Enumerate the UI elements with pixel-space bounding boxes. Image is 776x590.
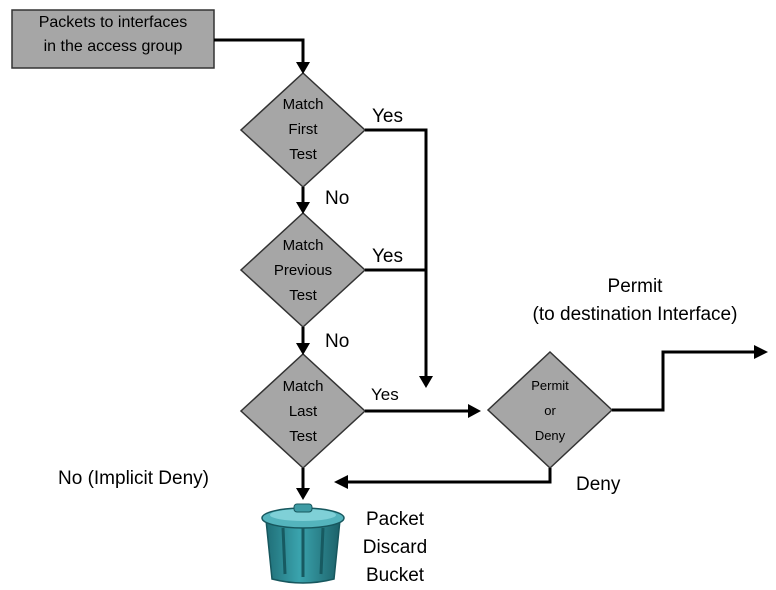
decision-first-line-3: Test xyxy=(289,146,317,163)
label-yes-first: Yes xyxy=(372,106,403,127)
arrowhead-yes-collector xyxy=(419,376,433,388)
label-permit-line-1: Permit xyxy=(607,276,663,297)
start-box-line-1: Packets to interfaces xyxy=(38,14,188,31)
label-no-first: No xyxy=(325,188,350,209)
decision-previous-line-1: Match xyxy=(282,237,324,254)
decision-previous-line-2: Previous xyxy=(273,262,333,279)
trash-bin-icon xyxy=(261,503,345,584)
start-box-line-2: in the access group xyxy=(43,38,183,55)
arrowhead-previous-last xyxy=(296,343,310,355)
label-permit-line-2: (to destination Interface) xyxy=(532,303,738,325)
permit-or-deny-line-1: Permit xyxy=(531,378,569,393)
permit-or-deny-line-3: Deny xyxy=(534,428,566,443)
discard-bucket-line-1: Packet xyxy=(365,509,425,530)
arrowhead-last-permit-deny xyxy=(468,404,481,418)
arrow-start-to-first xyxy=(214,38,305,64)
decision-first-line-2: First xyxy=(288,121,318,138)
decision-last-line-1: Match xyxy=(282,378,324,395)
label-deny: Deny xyxy=(576,474,621,495)
decision-last-line-2: Last xyxy=(288,403,318,420)
arrow-deny-to-bucket xyxy=(346,468,552,484)
arrow-permit-output xyxy=(612,350,756,412)
discard-bucket-label: Packet Discard Bucket xyxy=(350,506,440,590)
label-yes-previous: Yes xyxy=(372,246,403,267)
arrowhead-permit-output xyxy=(754,345,768,359)
arrowhead-start xyxy=(296,62,310,74)
decision-last: Match Last Test xyxy=(248,374,358,449)
permit-or-deny-decision: Permit or Deny xyxy=(505,373,595,448)
arrowhead-last-bucket xyxy=(296,488,310,500)
decision-first: Match First Test xyxy=(248,92,358,167)
label-yes-last: Yes xyxy=(371,385,399,404)
arrowhead-first-previous xyxy=(296,202,310,214)
decision-previous-line-3: Test xyxy=(289,287,317,304)
label-implicit-deny: No (Implicit Deny) xyxy=(58,468,209,489)
label-permit: Permit (to destination Interface) xyxy=(500,276,770,327)
arrowhead-deny-bucket xyxy=(334,475,348,489)
permit-or-deny-line-2: or xyxy=(544,403,556,418)
decision-last-line-3: Test xyxy=(289,428,317,445)
label-no-previous: No xyxy=(325,331,350,352)
discard-bucket-line-2: Discard xyxy=(362,537,428,558)
start-box-shape xyxy=(11,9,215,69)
decision-previous: Match Previous Test xyxy=(248,233,358,308)
decision-first-line-1: Match xyxy=(282,96,324,113)
arrow-yes-collector xyxy=(365,128,428,378)
discard-bucket-line-3: Bucket xyxy=(365,565,425,586)
